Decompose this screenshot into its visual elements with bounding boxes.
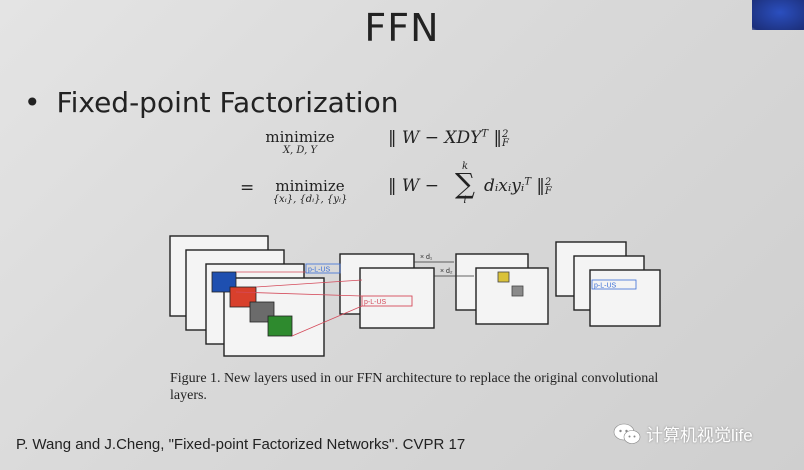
label-box-2	[361, 295, 413, 307]
equation-1-norm-close: ‖	[493, 128, 502, 148]
arrow-label-1: × d₁	[420, 254, 433, 261]
equation-1-subscript: X, D, Y	[282, 145, 318, 156]
link-line-4	[255, 279, 363, 288]
equation-2-norm-close: ‖	[536, 176, 545, 196]
bullet-text: Fixed-point Factorization	[56, 86, 399, 119]
figure-label-1: p-L-US	[308, 267, 331, 274]
equation-2-subscript: {xᵢ}, {dᵢ}, {yᵢ}	[272, 194, 348, 205]
equation-1-operator: minimize X, D, Y	[250, 130, 350, 157]
equation-2-sum-top: k	[461, 161, 469, 172]
equation-2-sum-bottom: i	[463, 195, 467, 206]
green-kernel	[267, 315, 293, 337]
equation-1-norm-sub: F	[501, 137, 509, 149]
corner-decoration	[752, 0, 804, 30]
output-layer-3	[589, 269, 661, 327]
equation-2-left: ‖ W −	[388, 176, 440, 196]
equation-2-operator: minimize {xᵢ}, {dᵢ}, {yᵢ}	[250, 179, 370, 206]
equation-2-term: dᵢxᵢyᵢ	[484, 176, 525, 196]
watermark: 计算机视觉life	[612, 421, 753, 446]
equation-2-minimize: minimize	[275, 177, 345, 195]
equation-2-prefix: =	[240, 178, 255, 198]
bullet-point: • Fixed-point Factorization	[24, 86, 398, 119]
citation: P. Wang and J.Cheng, "Fixed-point Factor…	[16, 436, 466, 453]
equation-2-exponent: T	[524, 176, 532, 188]
arrow-label-2: × d₂	[440, 268, 453, 275]
mid-layer-front	[359, 267, 435, 329]
equation-1-minimize: minimize	[265, 128, 335, 146]
sigma-icon: ∑	[455, 167, 475, 200]
yellow-cell	[497, 271, 510, 283]
gray-cell	[511, 285, 524, 297]
equation-1-main: ‖ W − XDY	[388, 128, 482, 148]
bullet-dot-icon: •	[24, 86, 41, 119]
link-line-3	[291, 305, 363, 337]
watermark-text: 计算机视觉life	[646, 426, 753, 445]
equation-2-norm-exp: 2	[544, 176, 552, 188]
equation-1-norm-exp: 2	[501, 128, 509, 140]
figure-label-2: p-L-US	[364, 299, 387, 306]
figure-caption: Figure 1. New layers used in our FFN arc…	[170, 371, 659, 403]
equation-2-norm-sub: F	[544, 185, 552, 197]
figure-label-3: p-L-US	[594, 283, 617, 290]
label-box-1	[305, 263, 341, 274]
slide-title: FFN	[364, 6, 440, 50]
link-line-2	[235, 291, 363, 297]
wechat-icon	[613, 423, 641, 444]
label-box-3	[591, 279, 637, 290]
equation-1-exponent: T	[481, 128, 489, 140]
equation-2-sum: k ∑ i	[452, 162, 478, 206]
